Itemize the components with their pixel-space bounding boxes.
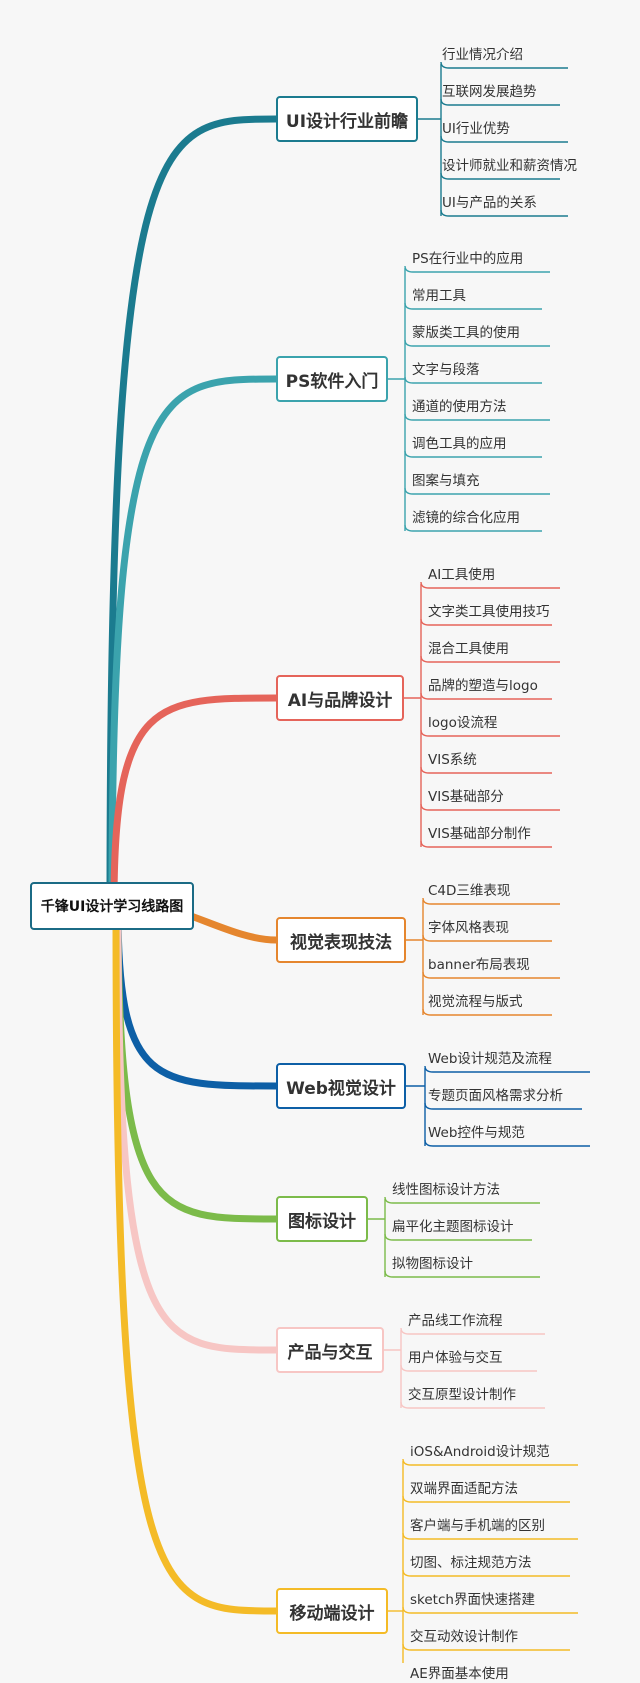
- leaf-underline: [420, 803, 560, 811]
- leaf-underline: [400, 1327, 545, 1335]
- leaf-underline: [404, 265, 550, 273]
- leaf-item[interactable]: UI与产品的关系: [442, 195, 537, 211]
- leaf-item[interactable]: 线性图标设计方法: [392, 1182, 500, 1198]
- leaf-underline: [384, 1233, 532, 1241]
- leaf-underline: [384, 1270, 540, 1278]
- leaf-underline: [404, 524, 542, 532]
- leaf-item[interactable]: AE界面基本使用: [410, 1666, 509, 1682]
- leaf-underline: [402, 1532, 578, 1540]
- leaf-underline: [420, 729, 560, 737]
- leaf-underline: [440, 98, 560, 106]
- leaf-item[interactable]: 双端界面适配方法: [410, 1481, 518, 1497]
- leaf-item[interactable]: sketch界面快速搭建: [410, 1592, 535, 1608]
- leaf-item[interactable]: 互联网发展趋势: [442, 84, 537, 100]
- branch-node[interactable]: Web视觉设计: [276, 1063, 406, 1109]
- branch-connector: [110, 694, 280, 908]
- leaf-item[interactable]: banner布局表现: [428, 957, 530, 973]
- leaf-underline: [402, 1458, 578, 1466]
- branch-node[interactable]: PS软件入门: [276, 356, 388, 402]
- branch-node[interactable]: 视觉表现技法: [276, 917, 406, 963]
- leaf-underline: [404, 450, 542, 458]
- leaf-underline: [402, 1606, 578, 1614]
- leaf-underline: [404, 339, 550, 347]
- leaf-underline: [404, 302, 542, 310]
- leaf-underline: [420, 618, 552, 626]
- leaf-underline: [404, 376, 542, 384]
- leaf-underline: [424, 1139, 590, 1147]
- leaf-item[interactable]: C4D三维表现: [428, 883, 511, 899]
- leaf-item[interactable]: 文字类工具使用技巧: [428, 604, 550, 620]
- leaf-underline: [400, 1401, 545, 1409]
- leaf-underline: [422, 934, 552, 942]
- leaf-underline: [440, 135, 568, 143]
- leaf-underline: [422, 1008, 552, 1016]
- leaf-item[interactable]: 混合工具使用: [428, 641, 509, 657]
- leaf-item[interactable]: 行业情况介绍: [442, 47, 523, 63]
- branch-connector: [106, 115, 280, 904]
- leaf-item[interactable]: 交互动效设计制作: [410, 1629, 518, 1645]
- leaf-item[interactable]: 图案与填充: [412, 473, 480, 489]
- root-node[interactable]: 千锋UI设计学习线路图: [30, 882, 194, 930]
- leaf-underline: [404, 487, 550, 495]
- leaf-item[interactable]: logo设流程: [428, 715, 498, 731]
- leaf-underline: [440, 209, 568, 217]
- leaf-item[interactable]: PS在行业中的应用: [412, 251, 524, 267]
- leaf-underline: [420, 840, 552, 848]
- leaf-item[interactable]: 交互原型设计制作: [408, 1387, 516, 1403]
- leaf-underline: [422, 971, 560, 979]
- leaf-item[interactable]: 设计师就业和薪资情况: [442, 158, 577, 174]
- leaf-underline: [402, 1569, 570, 1577]
- branch-node[interactable]: AI与品牌设计: [276, 675, 404, 721]
- leaf-item[interactable]: 文字与段落: [412, 362, 480, 378]
- leaf-item[interactable]: 客户端与手机端的区别: [410, 1518, 545, 1534]
- leaf-underline: [424, 1065, 590, 1073]
- branch-node[interactable]: 移动端设计: [276, 1588, 388, 1634]
- branch-connector: [112, 910, 280, 1615]
- leaf-item[interactable]: 产品线工作流程: [408, 1313, 503, 1329]
- leaf-item[interactable]: VIS基础部分: [428, 789, 504, 805]
- leaf-underline: [420, 692, 552, 700]
- leaf-item[interactable]: 调色工具的应用: [412, 436, 507, 452]
- leaf-underline: [420, 655, 560, 663]
- leaf-item[interactable]: 品牌的塑造与logo: [428, 678, 538, 694]
- leaf-underline: [402, 1643, 570, 1651]
- leaf-item[interactable]: 用户体验与交互: [408, 1350, 503, 1366]
- leaf-underline: [440, 61, 568, 69]
- branch-connector: [114, 906, 280, 1223]
- leaf-underline: [440, 172, 560, 180]
- leaf-item[interactable]: 字体风格表现: [428, 920, 509, 936]
- branch-node[interactable]: 图标设计: [276, 1196, 368, 1242]
- leaf-item[interactable]: VIS基础部分制作: [428, 826, 531, 842]
- leaf-underline: [424, 1102, 582, 1110]
- leaf-item[interactable]: VIS系统: [428, 752, 477, 768]
- leaf-item[interactable]: 切图、标注规范方法: [410, 1555, 532, 1571]
- leaf-underline: [422, 897, 560, 905]
- leaf-underline: [420, 766, 552, 774]
- leaf-item[interactable]: 拟物图标设计: [392, 1256, 473, 1272]
- leaf-item[interactable]: 常用工具: [412, 288, 466, 304]
- branch-connector: [108, 375, 280, 906]
- leaf-item[interactable]: 滤镜的综合化应用: [412, 510, 520, 526]
- leaf-item[interactable]: 视觉流程与版式: [428, 994, 523, 1010]
- leaf-item[interactable]: 蒙版类工具的使用: [412, 325, 520, 341]
- leaf-underline: [384, 1196, 540, 1204]
- leaf-item[interactable]: iOS&Android设计规范: [410, 1444, 550, 1460]
- leaf-item[interactable]: 通道的使用方法: [412, 399, 507, 415]
- branch-node[interactable]: 产品与交互: [276, 1327, 384, 1373]
- leaf-item[interactable]: AI工具使用: [428, 567, 496, 583]
- leaf-item[interactable]: Web控件与规范: [428, 1125, 525, 1141]
- branch-node[interactable]: UI设计行业前瞻: [276, 96, 418, 142]
- leaf-item[interactable]: 扁平化主题图标设计: [392, 1219, 514, 1235]
- leaf-underline: [420, 581, 560, 589]
- leaf-item[interactable]: 专题页面风格需求分析: [428, 1088, 563, 1104]
- leaf-underline: [404, 413, 550, 421]
- leaf-underline: [402, 1495, 570, 1503]
- leaf-item[interactable]: UI行业优势: [442, 121, 510, 137]
- branch-connector: [114, 908, 280, 1354]
- leaf-item[interactable]: Web设计规范及流程: [428, 1051, 552, 1067]
- leaf-underline: [400, 1364, 537, 1372]
